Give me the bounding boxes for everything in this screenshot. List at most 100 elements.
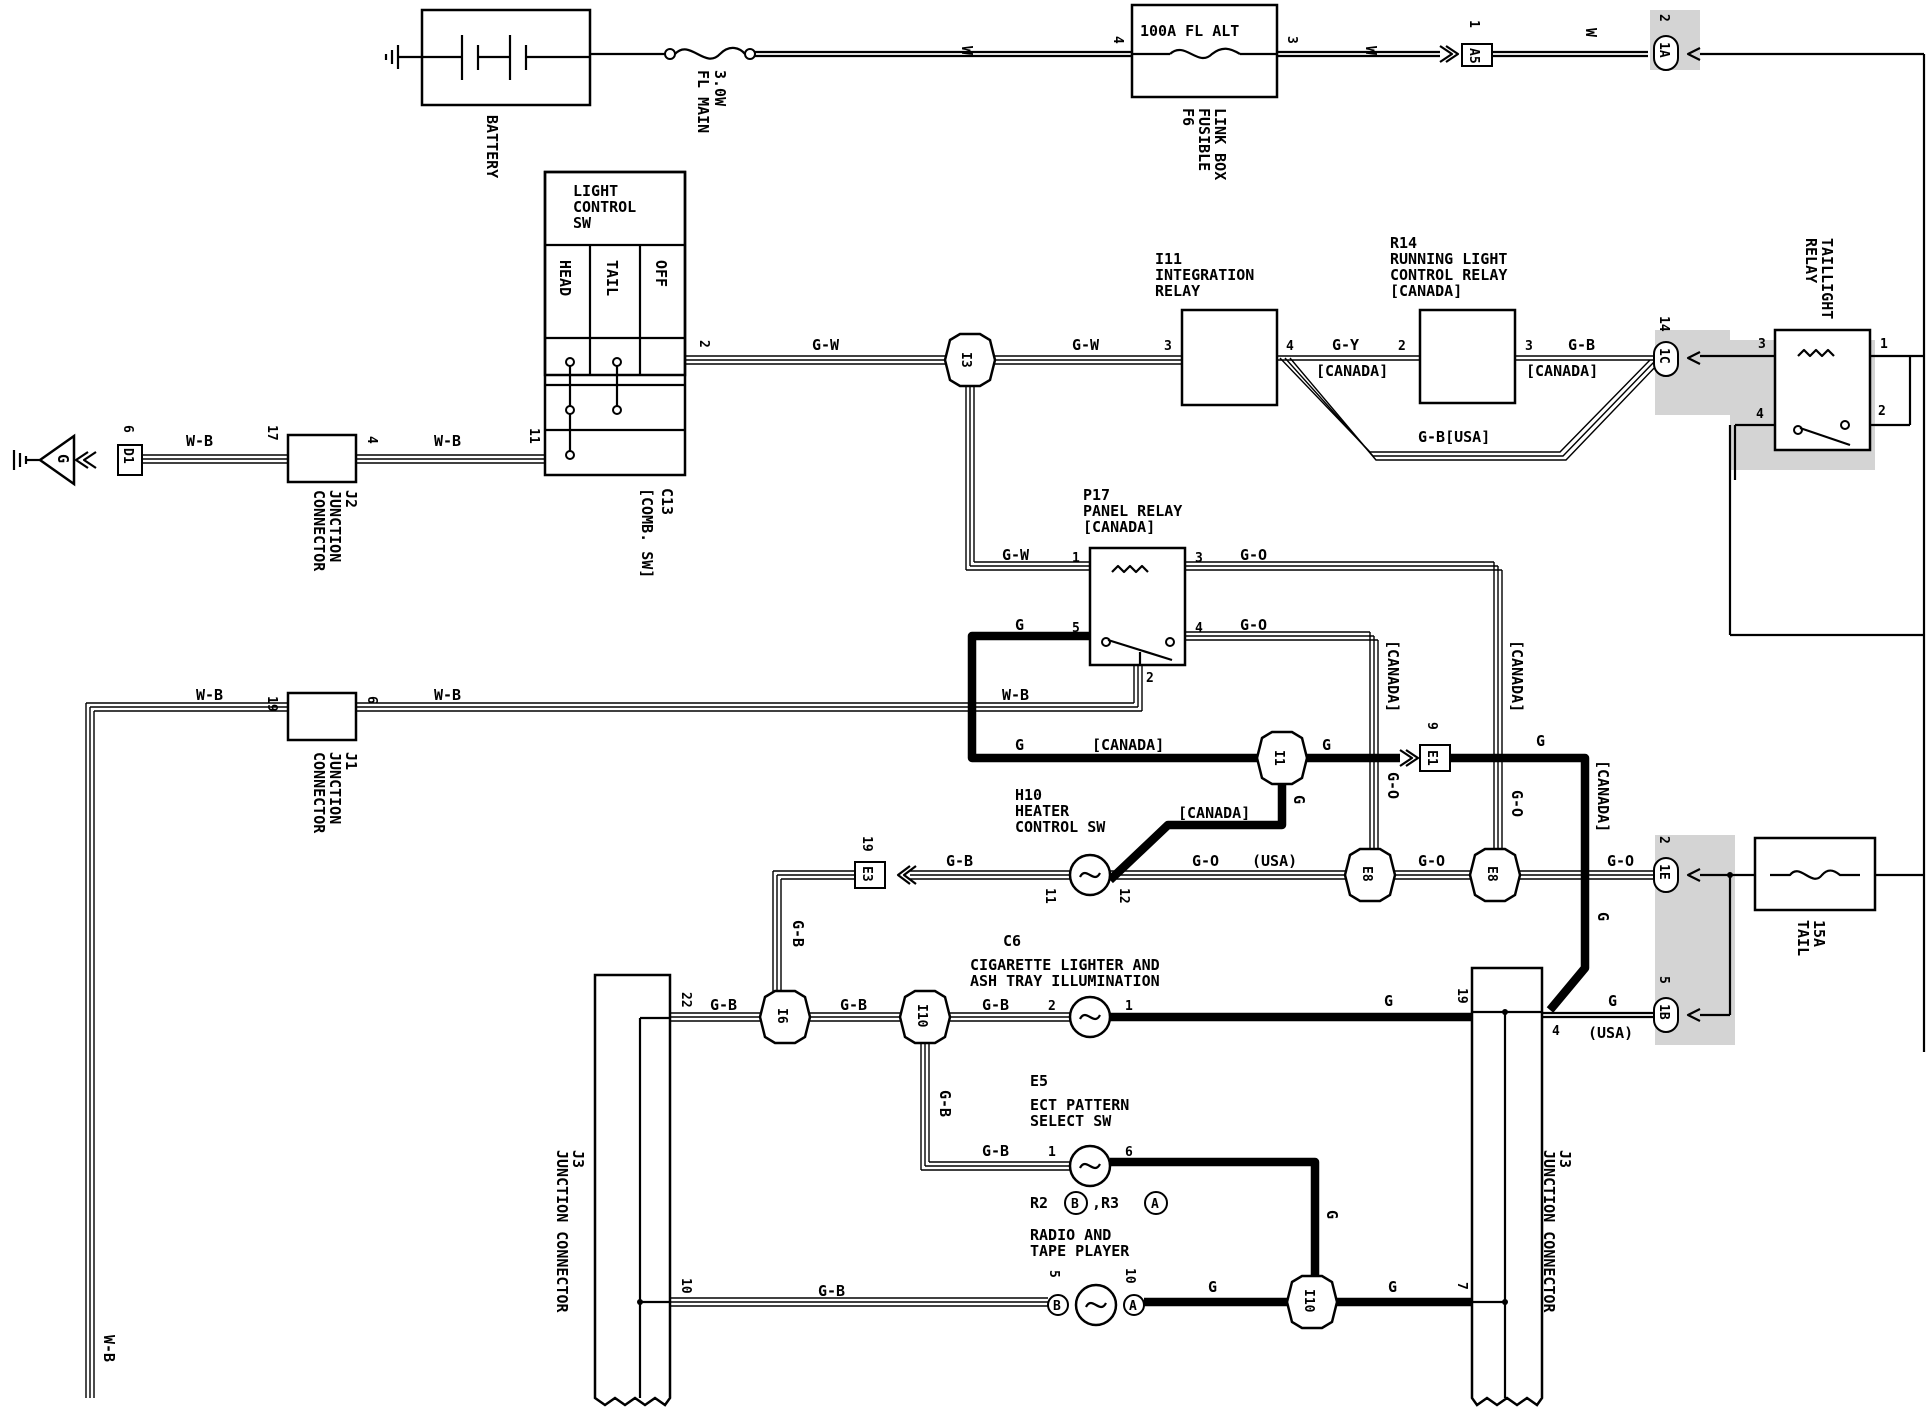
pin-2-p17: 2 xyxy=(1146,671,1154,686)
pin-4-j2: 4 xyxy=(364,436,379,444)
wire-go-4: G-O xyxy=(1384,772,1402,799)
pin-2-1a: 2 xyxy=(1656,14,1671,22)
wire-gb-4: G-B xyxy=(710,996,737,1014)
j2-label-2: JUNCTION xyxy=(326,490,344,562)
wire-g-5: G xyxy=(1594,912,1612,921)
e5-label-2: ECT PATTERN xyxy=(1030,1096,1129,1114)
pin-2-c13: 2 xyxy=(696,340,711,348)
i11-label-2: INTEGRATION xyxy=(1155,266,1254,284)
pin-3-i11: 3 xyxy=(1164,339,1172,354)
pin-3-tr: 3 xyxy=(1758,337,1766,352)
svg-text:B: B xyxy=(1053,1299,1061,1314)
j3-right-label: J3 xyxy=(1556,1150,1574,1168)
i11-label-3: RELAY xyxy=(1155,282,1200,300)
svg-text:A5: A5 xyxy=(1466,48,1481,64)
pin-2-1e: 2 xyxy=(1656,836,1671,844)
connector-i6: I6 xyxy=(758,989,812,1045)
f6-label-2: FUSIBLE xyxy=(1195,108,1213,171)
f6-label-3: LINK BOX xyxy=(1211,108,1229,180)
j1-label: J1 xyxy=(342,752,360,770)
connector-i10-lower: I10 xyxy=(1285,1274,1339,1330)
connector-1b: 1B 5 xyxy=(1653,976,1701,1033)
j3-junction-connector-right: J3 JUNCTION CONNECTOR xyxy=(1470,966,1574,1407)
wire-usa-2: (USA) xyxy=(1588,1024,1633,1042)
wire-g-1: G xyxy=(1015,616,1024,634)
connector-e3: E3 19 xyxy=(854,836,886,889)
r14-label-4: [CANADA] xyxy=(1390,282,1462,300)
wire-canada-1: [CANADA] xyxy=(1316,362,1388,380)
pin-11-c13: 11 xyxy=(526,428,541,444)
pin-4-j3r: 4 xyxy=(1552,1024,1560,1039)
pin-1-p17: 1 xyxy=(1072,551,1080,566)
radio-r2-label: R2 xyxy=(1030,1194,1048,1212)
wire-canada-6: [CANADA] xyxy=(1594,760,1612,832)
pin-4-f6: 4 xyxy=(1110,36,1125,44)
c13-label: C13 xyxy=(658,488,676,515)
integration-relay: I11 INTEGRATION RELAY xyxy=(1155,250,1279,407)
circle-a-label: A xyxy=(1151,1197,1159,1212)
wire-w-1: W xyxy=(958,46,976,56)
wire-g-2: G xyxy=(1015,736,1024,754)
pin-22-j3: 22 xyxy=(678,992,693,1008)
wire-gb-8: G-B xyxy=(982,1142,1009,1160)
wire-canada-4: [CANADA] xyxy=(1384,640,1402,712)
h10-label: H10 xyxy=(1015,786,1042,804)
pin-5-1b: 5 xyxy=(1656,976,1671,984)
connector-d1: D1 6 xyxy=(117,425,143,476)
svg-text:I10: I10 xyxy=(914,1004,929,1028)
h10-label-3: CONTROL SW xyxy=(1015,818,1106,836)
f6-label: F6 xyxy=(1179,108,1197,126)
pin-4-p17: 4 xyxy=(1195,621,1203,636)
wire-usa-1: (USA) xyxy=(1252,852,1297,870)
p17-label-2: PANEL RELAY xyxy=(1083,502,1182,520)
alt-fuse-label: 100A FL ALT xyxy=(1140,22,1239,40)
radio-and-tape-player: R2 B ,R3 A RADIO AND TAPE PLAYER B A xyxy=(1030,1191,1168,1327)
wire-g-6: G xyxy=(1290,795,1308,804)
pin-6-d1: 6 xyxy=(120,425,135,433)
svg-text:1C: 1C xyxy=(1656,348,1671,364)
pin-1-c6: 1 xyxy=(1125,999,1133,1014)
light-sw-label-3: SW xyxy=(573,214,592,232)
f6-fusible-link-box: 100A FL ALT F6 FUSIBLE LINK BOX xyxy=(1130,3,1279,180)
wire-gb-9: G-B xyxy=(818,1282,845,1300)
wire-g-10: G xyxy=(1208,1278,1217,1296)
svg-text:D1: D1 xyxy=(120,448,135,464)
j2-label: J2 xyxy=(342,490,360,508)
p17-label-3: [CANADA] xyxy=(1083,518,1155,536)
wire-gb-2: G-B xyxy=(946,852,973,870)
connector-e8-right: E8 xyxy=(1468,847,1522,903)
battery-label: BATTERY xyxy=(483,115,501,178)
wire-go-7: G-O xyxy=(1607,852,1634,870)
wire-gw-1: G-W xyxy=(812,336,840,354)
wire-wb-3: W-B xyxy=(1002,686,1029,704)
pin-1-e5: 1 xyxy=(1048,1145,1056,1160)
svg-text:E8: E8 xyxy=(1359,866,1374,882)
wire-g-9: G xyxy=(1323,1210,1341,1219)
wire-gb-1: G-B xyxy=(1568,336,1595,354)
h10-label-2: HEATER xyxy=(1015,802,1070,820)
connector-i1: I1 xyxy=(1255,730,1309,786)
pin-6-j1: 6 xyxy=(364,696,379,704)
wire-canada-7: [CANADA] xyxy=(1178,804,1250,822)
fl-main-label: FL MAIN xyxy=(694,70,712,133)
wire-g-4: G xyxy=(1536,732,1545,750)
connector-1c: 1C 14 xyxy=(1653,316,1701,377)
j3-left-label: J3 xyxy=(569,1150,587,1168)
j1-junction-connector: J1 JUNCTION CONNECTOR xyxy=(286,691,360,834)
panel-relay: P17 PANEL RELAY [CANADA] xyxy=(1083,486,1187,667)
ground-symbol: G xyxy=(12,433,97,487)
radio-label-1: RADIO AND xyxy=(1030,1226,1111,1244)
wire-canada-2: [CANADA] xyxy=(1526,362,1598,380)
connector-i10-upper: I10 xyxy=(898,989,952,1045)
connector-1a: 1A 2 xyxy=(1653,14,1701,71)
radio-label-2: TAPE PLAYER xyxy=(1030,1242,1130,1260)
wire-wb-2: W-B xyxy=(434,432,461,450)
wire-gb-6: G-B xyxy=(982,996,1009,1014)
wire-gb-usa: G-B[USA] xyxy=(1418,428,1490,446)
j3-left-label-2: JUNCTION CONNECTOR xyxy=(553,1150,571,1314)
sw-pos-tail: TAIL xyxy=(603,260,621,296)
pin-3-r14: 3 xyxy=(1525,339,1533,354)
wire-wb-1: W-B xyxy=(186,432,213,450)
wire-g-3: G xyxy=(1322,736,1331,754)
